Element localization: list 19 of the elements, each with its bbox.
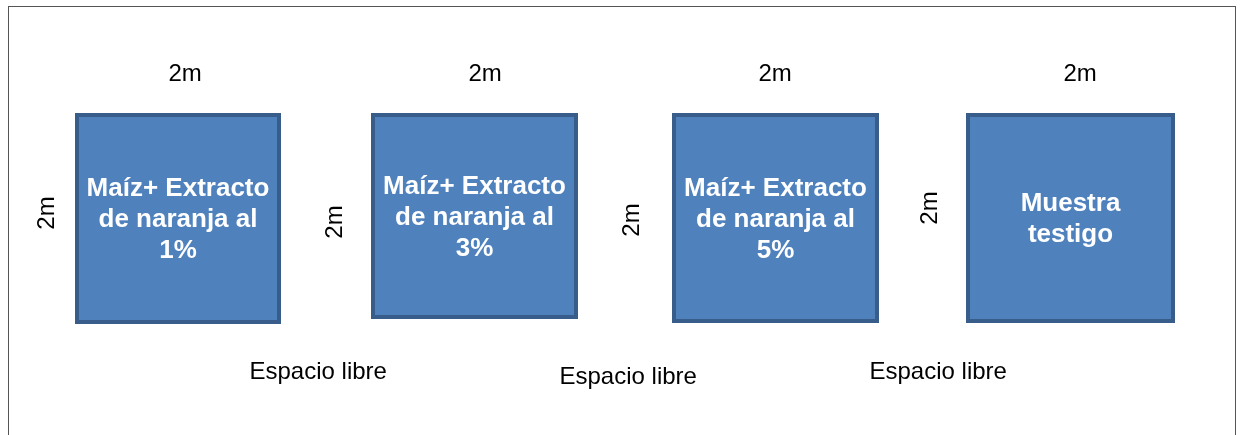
plot-box xyxy=(75,113,281,324)
dimension-label: 2m xyxy=(914,191,943,225)
plot-box xyxy=(966,113,1175,323)
area-label: Espacio libre xyxy=(559,362,697,390)
plot-box xyxy=(371,113,578,319)
plot-label: Maíz+ Extracto de naranja al 5% xyxy=(683,171,868,265)
dimension-label: 2m xyxy=(616,203,645,237)
plot-label: Muestra testigo xyxy=(1019,187,1122,249)
area-label: Espacio libre xyxy=(249,357,387,385)
dimension-label: 2m xyxy=(1063,59,1097,87)
dimension-label: 2m xyxy=(758,59,792,87)
dimension-label: 2m xyxy=(468,59,502,87)
plot-label: Maíz+ Extracto de naranja al 3% xyxy=(382,169,567,263)
plot-label: Maíz+ Extracto de naranja al 1% xyxy=(85,172,271,265)
plot-box xyxy=(672,113,879,323)
dimension-label: 2m xyxy=(31,196,60,230)
dimension-label: 2m xyxy=(319,205,348,239)
area-label: Espacio libre xyxy=(869,357,1007,385)
dimension-label: 2m xyxy=(168,59,202,87)
